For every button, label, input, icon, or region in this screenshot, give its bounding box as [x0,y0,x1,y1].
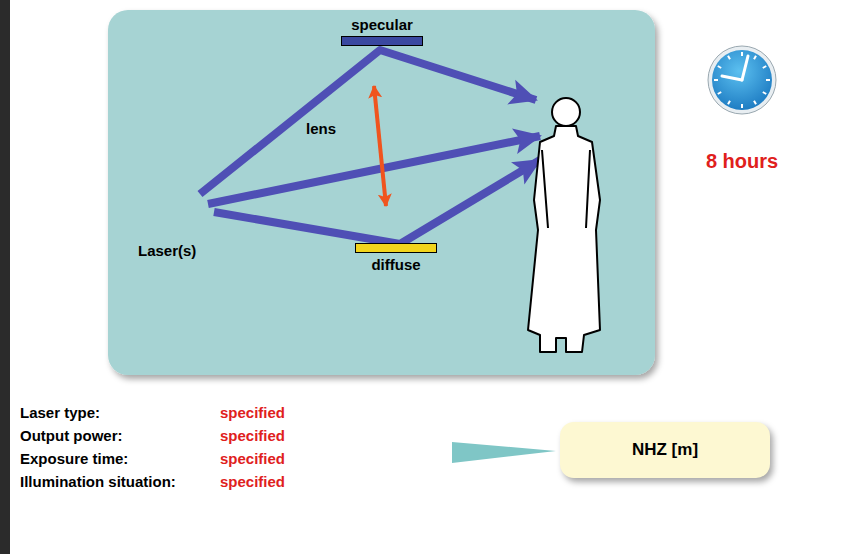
clock-hand [722,76,742,80]
clock-tick [766,79,770,81]
clock-tick [754,56,756,59]
clock-tick [728,101,730,104]
clock-tick [763,66,766,68]
clock-tick [718,66,721,68]
field-value: specified [220,404,285,421]
reflector-bar [355,243,437,253]
clock-tick [718,92,721,94]
pointer-wedge [452,442,556,463]
scene-panel [108,10,655,375]
result-box: NHZ [m] [560,422,770,478]
clock-tick [763,92,766,94]
clock-tick [741,104,743,108]
duration-label: 8 hours [706,150,778,173]
clock-tick [714,79,718,81]
lens-label: lens [306,120,336,137]
field-name: Illumination situation: [20,473,176,490]
clock-hand [742,56,748,80]
beam-paths [200,50,540,244]
field-value: specified [220,450,285,467]
laser-label: Laser(s) [138,242,196,259]
field-name: Output power: [20,427,122,444]
node-label: diffuse [351,256,441,273]
field-name: Exposure time: [20,450,128,467]
edge-strip [0,0,10,554]
clock-tick [741,52,743,56]
diffuse-reflector: diffuse [351,240,441,273]
specular-mirror: specular [337,16,427,49]
node-label: NHZ [m] [632,440,698,460]
person-figure [528,98,600,352]
reflector-bar [341,36,423,46]
field-name: Laser type: [20,404,100,421]
field-value: specified [220,473,285,490]
field-value: specified [220,427,285,444]
clock-tick [754,101,756,104]
node-label: specular [337,16,427,33]
clock-tick [728,56,730,59]
clock-icon [708,46,776,114]
lens-arrow [374,86,386,206]
